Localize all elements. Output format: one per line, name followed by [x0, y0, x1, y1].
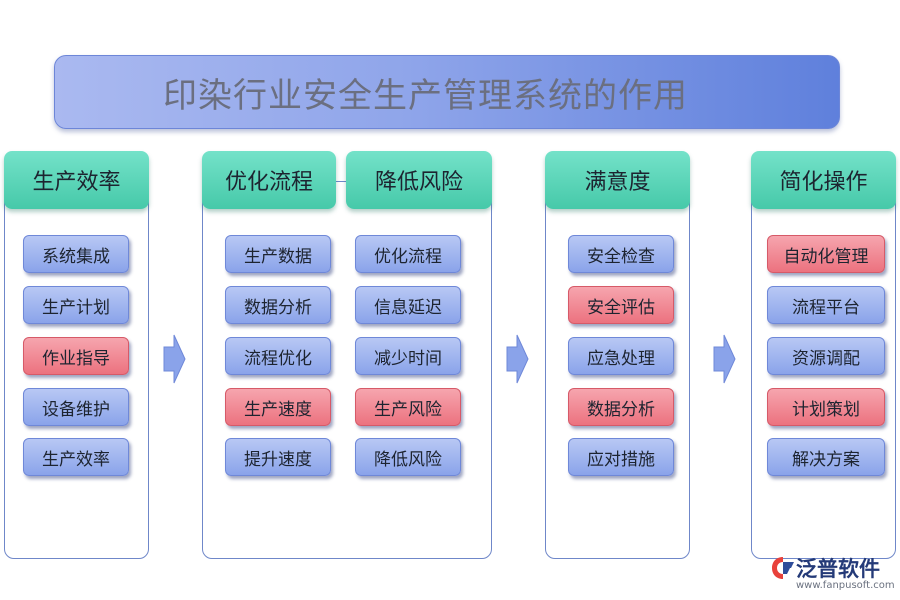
list-item: 生产速度 [225, 388, 331, 426]
logo-name: 泛普软件 [796, 557, 880, 581]
logo-url: www.fanpusoft.com [796, 580, 895, 591]
column-heading: 满意度 [545, 151, 690, 209]
column-heading: 降低风险 [346, 151, 492, 209]
list-item: 设备维护 [23, 388, 129, 426]
list-item: 安全评估 [568, 286, 674, 324]
list-item: 优化流程 [355, 235, 461, 273]
list-item: 减少时间 [355, 337, 461, 375]
list-item: 安全检查 [568, 235, 674, 273]
title-banner: 印染行业安全生产管理系统的作用 [54, 55, 840, 129]
list-item: 应对措施 [568, 438, 674, 476]
list-item: 降低风险 [355, 438, 461, 476]
list-item: 应急处理 [568, 337, 674, 375]
list-item: 提升速度 [225, 438, 331, 476]
list-item: 生产数据 [225, 235, 331, 273]
list-item: 数据分析 [568, 388, 674, 426]
list-item: 计划策划 [767, 388, 885, 426]
arrow-right-icon [713, 334, 736, 384]
arrow-right-icon [163, 334, 186, 384]
list-item: 流程平台 [767, 286, 885, 324]
list-item: 作业指导 [23, 337, 129, 375]
column-heading: 生产效率 [4, 151, 149, 209]
list-item: 生产风险 [355, 388, 461, 426]
list-item: 系统集成 [23, 235, 129, 273]
column-heading: 简化操作 [751, 151, 896, 209]
list-item: 解决方案 [767, 438, 885, 476]
list-item: 资源调配 [767, 337, 885, 375]
logo: 泛普软件 www.fanpusoft.com [770, 553, 896, 598]
logo-mark-icon [772, 557, 794, 579]
list-item: 数据分析 [225, 286, 331, 324]
list-item: 生产效率 [23, 438, 129, 476]
list-item: 流程优化 [225, 337, 331, 375]
list-item: 自动化管理 [767, 235, 885, 273]
list-item: 生产计划 [23, 286, 129, 324]
column-heading: 优化流程 [202, 151, 336, 209]
arrow-right-icon [506, 334, 529, 384]
page-title: 印染行业安全生产管理系统的作用 [163, 75, 688, 116]
list-item: 信息延迟 [355, 286, 461, 324]
